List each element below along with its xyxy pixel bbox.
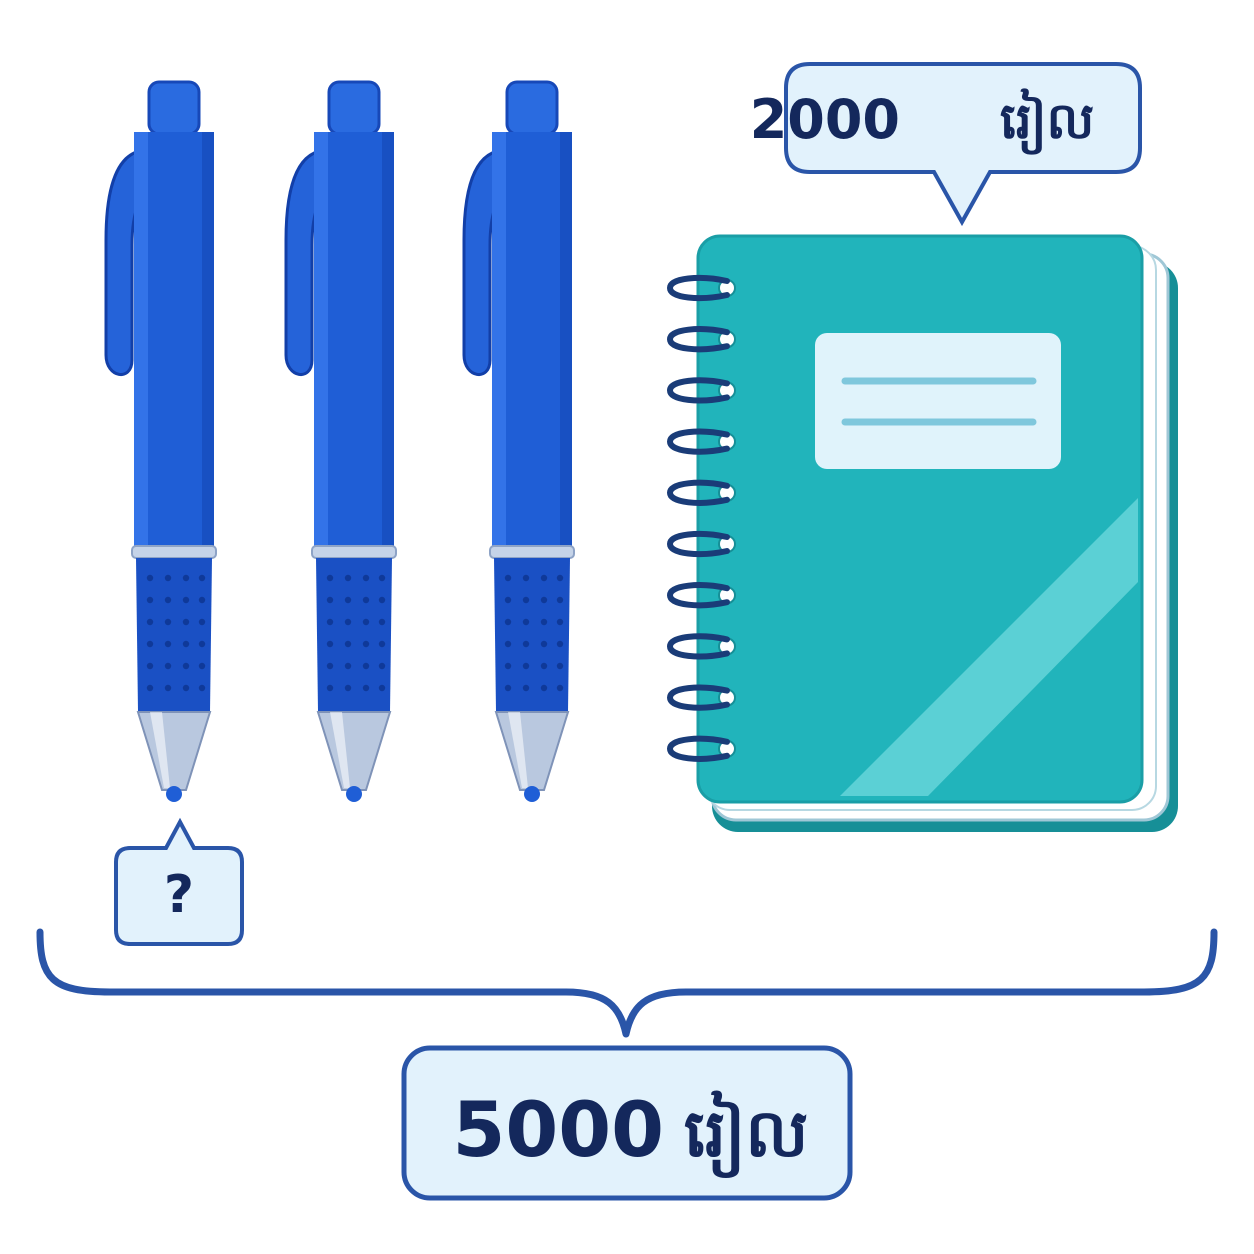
spiral-ring xyxy=(666,274,736,302)
total-price-value: 5000 xyxy=(452,1085,664,1174)
spiral-ring xyxy=(666,479,736,506)
total-price-callout: 5000 រៀល xyxy=(401,1045,853,1201)
spiral-ring xyxy=(666,377,736,404)
spiral-ring xyxy=(666,530,736,558)
spiral-ring xyxy=(666,633,736,660)
spiral-ring xyxy=(666,735,736,762)
total-brace xyxy=(36,928,1218,1038)
spiral-ring xyxy=(666,684,736,711)
pen-price-unknown: ? xyxy=(164,865,194,925)
spiral-ring xyxy=(666,326,736,353)
total-price-unit: រៀល xyxy=(684,1090,808,1178)
spiral-binding xyxy=(666,274,736,762)
spiral-ring xyxy=(666,428,736,455)
notebook-price-callout: 2000 រៀល xyxy=(750,62,1142,227)
notebook-price-unit: រៀល xyxy=(1000,88,1094,155)
spiral-ring xyxy=(666,582,736,609)
notebook-label-plate xyxy=(815,333,1061,469)
pen-2 xyxy=(284,80,398,804)
pen-price-callout: ? xyxy=(114,817,244,946)
notebook-price-value: 2000 xyxy=(750,88,900,151)
pen-1 xyxy=(104,80,218,804)
notebook xyxy=(666,234,1178,832)
pen-3 xyxy=(462,80,576,804)
